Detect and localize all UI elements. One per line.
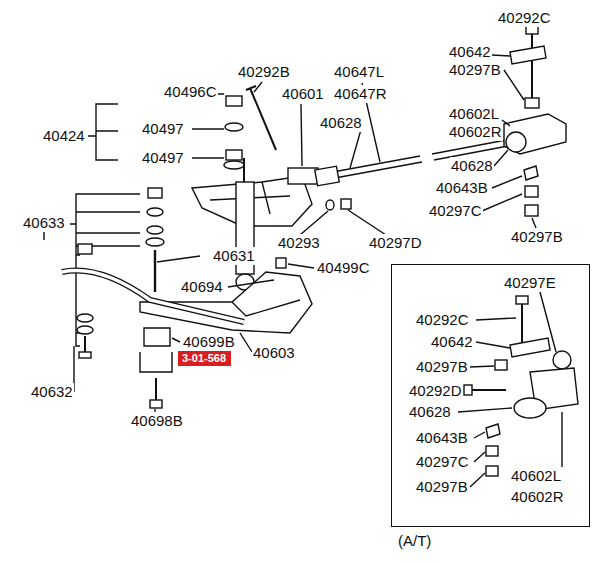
part-tag: 3-01-568 [178, 351, 231, 366]
callout-number: 40603 [252, 344, 296, 362]
callout-number: 40628 [450, 157, 494, 175]
callout-number: 40292C [415, 311, 470, 329]
callout-number: 40497 [141, 120, 185, 138]
callout-number: 40499C [316, 259, 371, 277]
callout-number: 40602R [448, 123, 503, 141]
callout-number: 40698B [130, 412, 184, 430]
callout-number: 40601 [281, 85, 325, 103]
callout-number: 40297B [415, 358, 469, 376]
callout-number: 40699B [182, 333, 236, 351]
tag-text: 3-01-568 [182, 352, 227, 365]
callout-number: 40297C [428, 202, 483, 220]
callout-number: 40647L [333, 63, 385, 81]
inset-caption: (A/T) [398, 532, 431, 549]
callout-number: 40297C [415, 453, 470, 471]
callout-number: 40602R [510, 488, 565, 506]
callout-number: 40293 [277, 234, 321, 252]
callout-number: 40297B [510, 228, 564, 246]
callout-number: 40643B [435, 179, 489, 197]
callout-number: 40631 [212, 247, 256, 265]
callout-number: 40496C [163, 83, 218, 101]
callout-number: 40497 [141, 149, 185, 167]
callout-number: 40602L [510, 467, 562, 485]
callout-number: 40628 [408, 403, 452, 421]
callout-number: 40297B [415, 478, 469, 496]
callout-number: 40292D [408, 382, 463, 400]
callout-number: 40292B [237, 63, 291, 81]
callout-number: 40628 [319, 114, 363, 132]
callout-number: 40632 [30, 383, 74, 401]
callout-number: 40297E [503, 274, 557, 292]
callout-number: 40297D [368, 234, 423, 252]
callout-number: 40647R [333, 85, 388, 103]
callout-number: 40642 [448, 43, 492, 61]
callout-number: 40602L [448, 105, 500, 123]
callout-number: 40633 [22, 214, 66, 232]
callout-number: 40643B [415, 429, 469, 447]
callout-number: 40292C [497, 9, 552, 27]
callout-number: 40424 [42, 127, 86, 145]
callout-number: 40297B [448, 61, 502, 79]
callout-number: 40694 [180, 278, 224, 296]
callout-number: 40642 [430, 333, 474, 351]
